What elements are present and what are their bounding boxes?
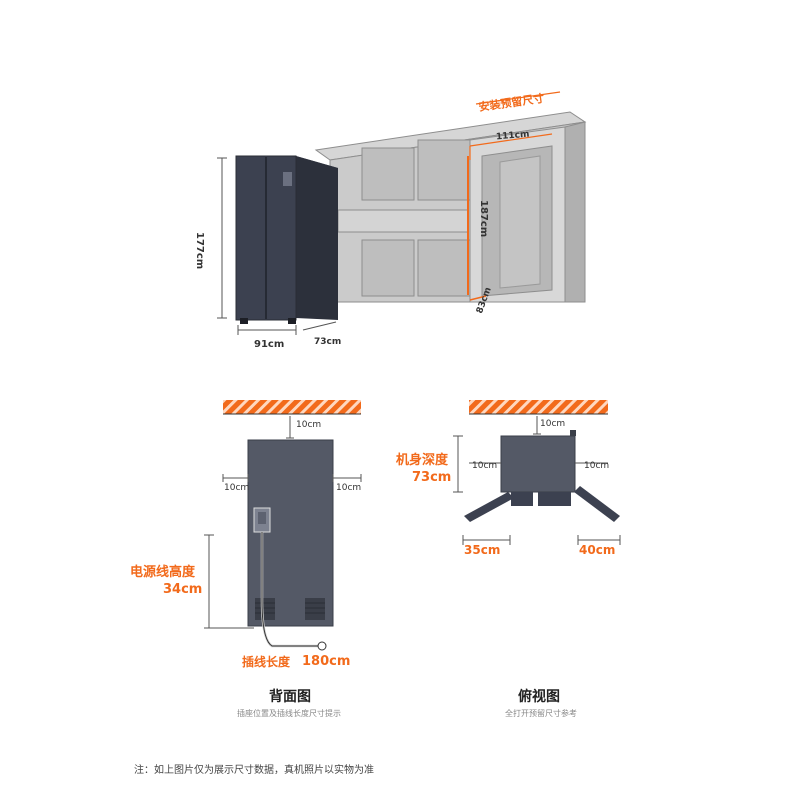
plan-view-subtitle: 全打开预留尺寸参考 [505, 709, 577, 718]
right-door-clearance: 40cm [579, 543, 616, 557]
install-outline [467, 91, 561, 301]
cord-length-value: 180cm [302, 654, 351, 669]
plan-gap-top-label: 10cm [540, 419, 566, 429]
outlet-height-name: 电源线高度 [130, 565, 196, 580]
fridge-width-label: 91cm [254, 339, 285, 350]
back-view-title: 背面图 [269, 689, 311, 705]
footnote: 注：如上图片仅为展示尺寸数据，真机照片以实物为准 [134, 765, 374, 776]
plan-view-title: 俯视图 [518, 689, 560, 705]
outlet-height-value: 34cm [163, 582, 203, 597]
back-gap-right-label: 10cm [336, 483, 362, 493]
fridge-depth-label: 73cm [314, 337, 342, 347]
cord-length-name: 插线长度 [242, 655, 291, 669]
fridge-dimension-lines [217, 157, 337, 335]
left-door-clearance: 35cm [464, 543, 501, 557]
back-view [223, 400, 361, 651]
back-gap-top-label: 10cm [296, 420, 322, 430]
back-view-dimension-lines [204, 416, 362, 629]
plan-gap-left-label: 10cm [472, 461, 498, 471]
plan-view [464, 400, 620, 522]
back-view-subtitle: 插座位置及插线长度尺寸提示 [237, 709, 341, 718]
install-height-label: 187cm [478, 200, 489, 238]
back-gap-left-label: 10cm [224, 483, 250, 493]
install-cabinet [314, 111, 587, 303]
plan-view-dimension-lines [453, 416, 621, 545]
fridge-3d [235, 155, 338, 324]
plan-gap-right-label: 10cm [584, 461, 610, 471]
body-depth-value: 73cm [412, 470, 452, 485]
body-depth-name: 机身深度 [396, 453, 449, 468]
fridge-height-label: 177cm [194, 232, 205, 270]
